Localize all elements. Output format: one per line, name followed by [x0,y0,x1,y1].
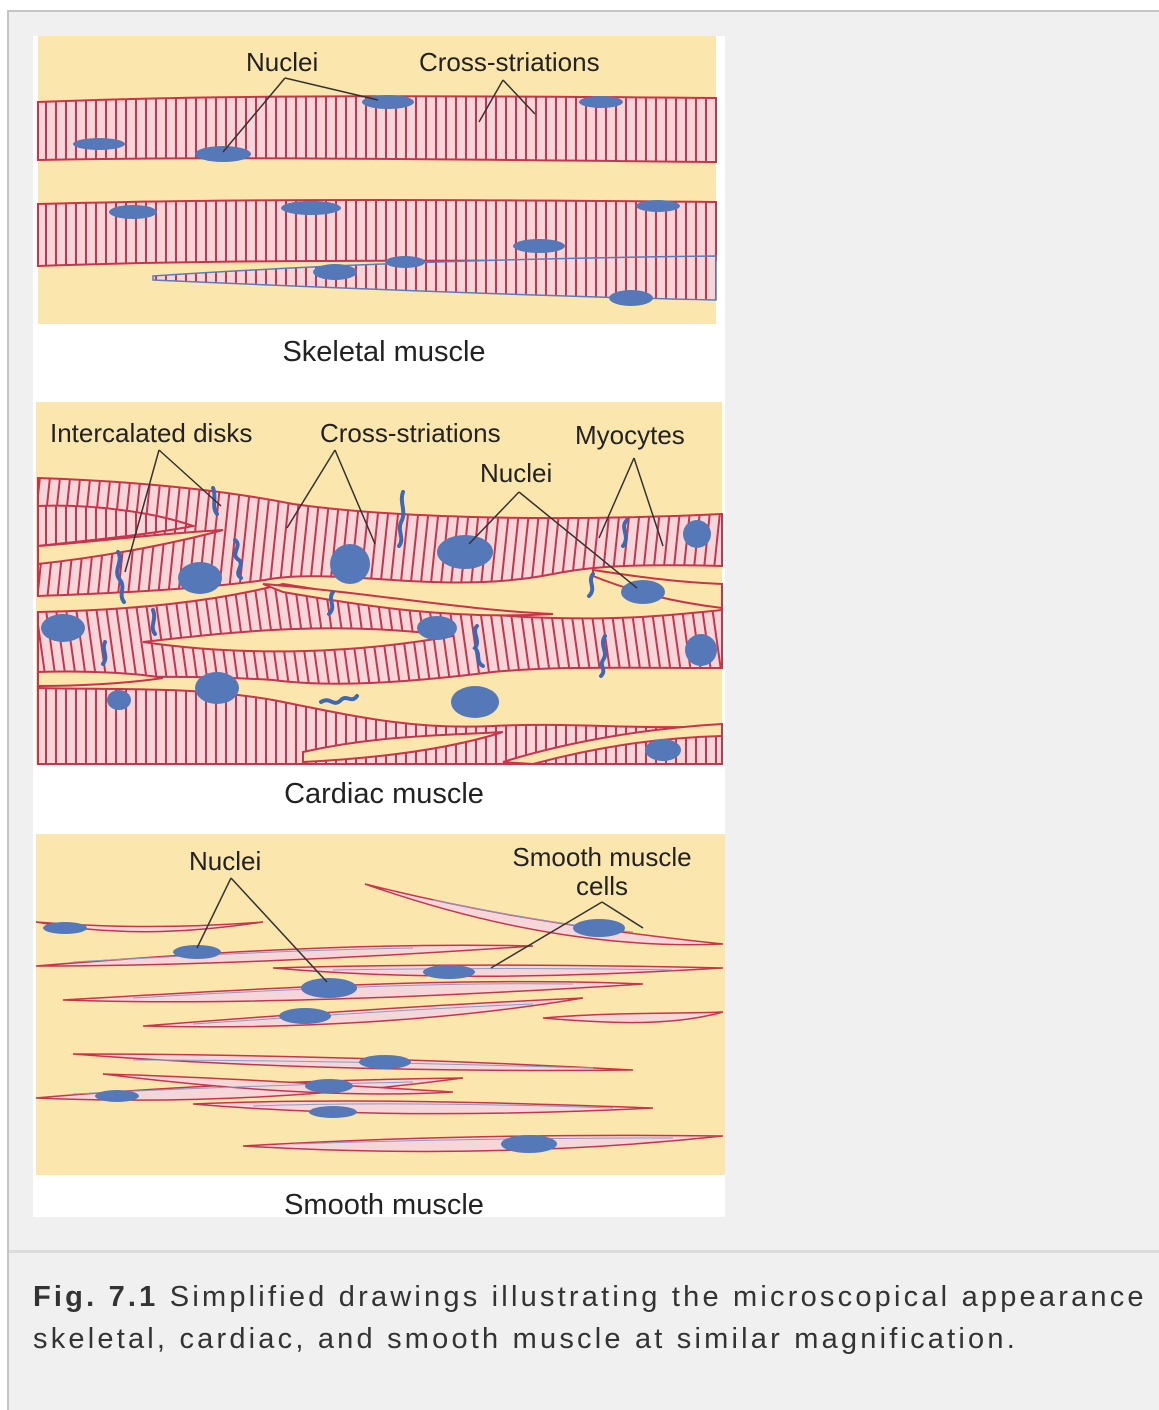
smooth-cells-label-line2: cells [576,871,628,901]
nucleus [107,690,131,710]
muscle-diagram: Nuclei Cross-striations Skeletal muscle [33,36,725,1217]
skeletal-panel: Nuclei Cross-striations Skeletal muscle [38,36,716,368]
nucleus [43,922,87,934]
nucleus [417,616,457,640]
nucleus [573,919,625,937]
nucleus [579,96,623,108]
nucleus [621,580,665,604]
nucleus [683,520,711,548]
skeletal-cross-striations-label: Cross-striations [419,47,600,77]
nucleus [313,264,357,280]
nucleus [41,614,85,642]
nucleus [385,256,425,268]
nucleus [501,1135,557,1153]
figure-caption: Fig. 7.1 Simplified drawings illustratin… [33,1276,1159,1360]
skeletal-nuclei-label: Nuclei [246,47,318,77]
cardiac-panel: Intercalated disks Cross-striations Myoc… [36,402,722,810]
nucleus [423,965,475,979]
nucleus [281,201,341,215]
nucleus [513,239,565,253]
nucleus [73,138,125,150]
cardiac-title: Cardiac muscle [284,778,484,810]
nucleus [309,1106,357,1118]
nucleus [95,1090,139,1102]
cardiac-cross-striations-label: Cross-striations [320,418,501,448]
skeletal-title: Skeletal muscle [282,336,485,368]
caption-divider [9,1250,1159,1253]
smooth-panel: Nuclei Smooth muscle cells Smooth muscle [36,834,725,1217]
nucleus [437,535,493,569]
cardiac-myocytes-label: Myocytes [575,420,685,450]
smooth-cells-label-line1: Smooth muscle [512,842,691,872]
nucleus [301,978,357,998]
nucleus [195,146,251,162]
cardiac-nuclei-label: Nuclei [480,458,552,488]
nucleus [451,686,499,718]
nucleus [645,739,681,761]
nucleus [636,200,680,212]
smooth-nuclei-label: Nuclei [189,846,261,876]
nucleus [305,1079,353,1093]
figure-caption-text: Simplified drawings illustrating the mic… [33,1281,1159,1355]
nucleus [330,544,370,584]
figure-label: Fig. 7.1 [33,1281,159,1313]
nucleus [362,95,414,109]
nucleus [359,1055,411,1069]
nucleus [609,290,653,306]
cardiac-intercalated-disks-label: Intercalated disks [50,418,252,448]
smooth-title: Smooth muscle [284,1189,484,1217]
nucleus [109,205,157,219]
nucleus [685,634,717,666]
nucleus [178,562,222,594]
nucleus [195,672,239,704]
nucleus [279,1008,331,1024]
